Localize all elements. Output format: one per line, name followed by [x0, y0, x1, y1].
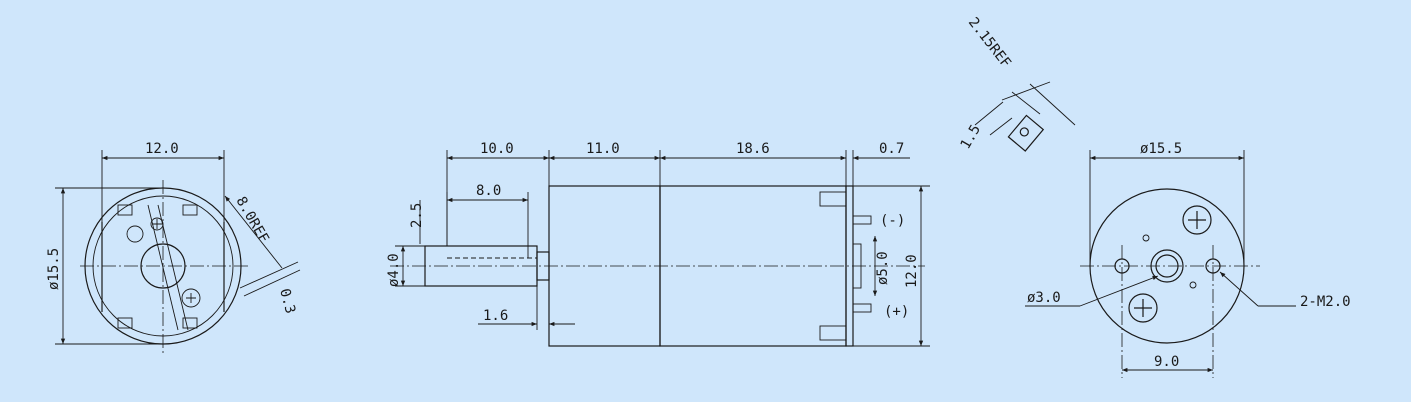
terminal-positive-label: (+)	[884, 304, 909, 320]
dim-label: 0.7	[879, 141, 904, 157]
brush-tab-3	[117, 317, 133, 329]
terminal-top	[819, 191, 847, 207]
dim-label: 2-M2.0	[1300, 294, 1351, 310]
dim-label: 12.0	[145, 141, 179, 157]
brush-tab-4	[182, 317, 198, 329]
screw-cross	[186, 293, 196, 303]
dim-hole-spacing: 9.0	[1121, 354, 1214, 373]
dim-label: 8.0	[476, 183, 501, 199]
dim-bore: ø3.0	[1025, 275, 1159, 307]
right-end-view: ø15.5 ø3.0 2-M2.0 9.0	[1025, 141, 1351, 378]
dim-shaft-diameter: ø4.0	[386, 245, 425, 287]
dim-label: 18.6	[736, 141, 770, 157]
dim-label: ø15.5	[46, 248, 62, 290]
terminal-tab	[1007, 114, 1045, 152]
pin-hole-bottom	[1189, 281, 1197, 289]
dim-label: 9.0	[1154, 354, 1179, 370]
brush-tab-1	[117, 204, 133, 216]
dim-label: 10.0	[480, 141, 514, 157]
dim-flange-diameter: ø15.5	[1089, 141, 1245, 266]
dim-label: 2.15REF	[965, 15, 1014, 71]
dim-label: ø15.5	[1140, 141, 1182, 157]
dim-end-cap: 0.7	[852, 141, 910, 186]
dim-label: ø3.0	[1027, 290, 1061, 306]
terminal-hole	[1019, 127, 1029, 137]
terminal-pos	[852, 303, 872, 313]
dim-label: 2.5	[409, 203, 425, 228]
terminal-cross	[152, 219, 162, 229]
screw-top-cross	[1188, 211, 1206, 229]
terminal-bottom	[819, 325, 847, 341]
side-view: (-) (+) 10.0 11.0 18.6 0.7 8.0	[386, 141, 930, 347]
dim-offset: 0.3	[239, 261, 301, 316]
dim-label: 1.6	[483, 308, 508, 324]
terminal-negative-label: (-)	[880, 213, 905, 229]
pin-hole-top	[1142, 234, 1150, 242]
dim-boss-length: 1.6	[478, 280, 575, 330]
dim-label: 1.5	[958, 122, 985, 152]
dim-width-12: 12.0	[101, 141, 225, 222]
screw-top	[1182, 205, 1212, 235]
dim-flat-length: 8.0	[446, 183, 529, 258]
screw-circle	[181, 288, 201, 308]
dim-label: ø5.0	[875, 251, 891, 285]
dim-terminal-ref: 2.15REF	[965, 15, 1076, 126]
dim-label: 0.3	[276, 287, 298, 316]
brush-tab-2	[182, 204, 198, 216]
dim-body-height: 12.0	[853, 185, 930, 347]
left-end-view: 12.0 ø15.5 8.0REF 0.3	[46, 141, 301, 355]
dim-boss-diameter: ø5.0	[872, 236, 891, 296]
dim-terminal-width: 1.5	[958, 101, 1013, 152]
dim-holes: 2-M2.0	[1219, 271, 1351, 310]
dim-label: ø4.0	[386, 253, 402, 287]
terminal-neg	[852, 215, 872, 225]
terminal-detail: 2.15REF 1.5	[958, 15, 1076, 152]
dim-brush-ref: 8.0REF	[224, 194, 283, 269]
dim-label: 12.0	[904, 254, 920, 288]
dim-gearbox-length: 11.0	[549, 141, 661, 186]
dim-label: 8.0REF	[233, 194, 272, 246]
screw-bottom-cross	[1134, 299, 1152, 317]
screw-bottom	[1128, 293, 1158, 323]
hole-circle	[126, 225, 144, 243]
dim-label: 11.0	[586, 141, 620, 157]
dim-flat-depth: 2.5	[409, 200, 425, 244]
dim-motor-length: 18.6	[660, 141, 847, 186]
dim-diameter-15-5: ø15.5	[46, 187, 163, 345]
